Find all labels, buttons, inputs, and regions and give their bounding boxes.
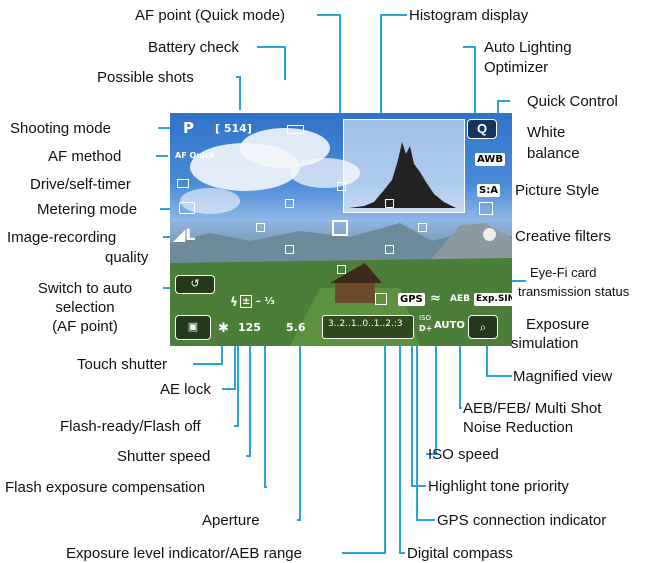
digital-compass-icon <box>375 293 387 305</box>
flash-comp-number: – ⅓ <box>255 296 275 307</box>
af-point <box>385 199 394 208</box>
touch-shutter-button[interactable]: ▣ <box>175 315 211 340</box>
possible-shots-value: [ 514] <box>215 122 252 135</box>
label-iso: ISO speed <box>428 446 499 463</box>
image-quality-icon: ◢L <box>173 225 196 244</box>
label-white-balance-1: White <box>527 124 566 141</box>
flash-comp-value: ± – ⅓ <box>240 295 275 308</box>
label-aeb-2: Noise Reduction <box>463 419 574 436</box>
aeb-icon: AEB <box>450 294 470 304</box>
label-switch-auto-1: Switch to auto <box>37 280 133 297</box>
label-flash-ready: Flash-ready/Flash off <box>60 418 201 435</box>
metering-icon <box>179 202 195 214</box>
label-auto-lighting-1: Auto Lighting <box>484 39 572 56</box>
histogram-box <box>343 119 465 213</box>
label-switch-auto-3: (AF point) <box>52 318 118 335</box>
label-metering: Metering mode <box>37 201 138 218</box>
shutter-speed-value: 125 <box>238 321 261 334</box>
af-point <box>285 245 294 254</box>
label-quick-control: Quick Control <box>527 93 618 110</box>
label-af-point-quick: AF point (Quick mode) <box>135 7 286 24</box>
drive-icon <box>177 179 189 188</box>
label-ae-lock: AE lock <box>160 381 211 398</box>
picture-style-icon: S:A <box>477 184 500 197</box>
label-auto-lighting-2: Optimizer <box>484 59 549 76</box>
label-exposure-sim-1: Exposure <box>526 316 590 333</box>
switch-auto-selection-button[interactable]: ↺ <box>175 275 215 294</box>
af-point <box>418 223 427 232</box>
flash-comp-icon: ± <box>240 295 253 308</box>
label-highlight: Highlight tone priority <box>428 478 569 495</box>
label-switch-auto-2: selection <box>55 299 115 316</box>
label-aperture: Aperture <box>202 512 260 529</box>
label-touch-shutter: Touch shutter <box>77 356 168 373</box>
label-exposure-sim-2: simulation <box>511 335 579 352</box>
ae-lock-icon: ✱ <box>218 321 229 336</box>
label-shooting-mode: Shooting mode <box>10 120 111 137</box>
exposure-simulation-icon: Exp.SIM <box>474 293 512 306</box>
af-point <box>337 265 346 274</box>
label-eyefi-2: transmission status <box>518 284 630 299</box>
exposure-level-indicator: 3..2..1..0..1..2.:3 <box>322 315 414 339</box>
magnified-view-button[interactable]: ⌕ <box>468 315 498 339</box>
shooting-mode-value: P <box>183 119 194 137</box>
label-white-balance-2: balance <box>527 145 580 162</box>
label-image-quality-2: quality <box>105 249 149 266</box>
battery-icon <box>287 125 304 134</box>
label-magnified: Magnified view <box>513 368 613 385</box>
cloud <box>180 188 240 214</box>
label-eyefi-1: Eye-Fi card <box>530 265 597 280</box>
label-gps: GPS connection indicator <box>437 512 607 529</box>
aperture-value: 5.6 <box>286 321 306 334</box>
label-compass: Digital compass <box>407 545 513 562</box>
histogram-graph <box>349 142 456 208</box>
label-exposure-level: Exposure level indicator/AEB range <box>66 545 302 562</box>
quick-control-button[interactable]: Q <box>467 119 497 139</box>
exposure-scale: 3..2..1..0..1..2.:3 <box>328 319 403 329</box>
label-picture-style: Picture Style <box>515 182 600 199</box>
af-point-selected <box>332 220 348 236</box>
label-af-method: AF method <box>48 148 122 165</box>
camera-live-view-screen: P [ 514] AF Quick ◢L Q AWB S:A ↺ ▣ ✱ ϟ ±… <box>170 113 512 346</box>
gps-indicator: GPS <box>398 293 425 306</box>
label-drive: Drive/self-timer <box>30 176 131 193</box>
label-histogram: Histogram display <box>409 7 529 24</box>
af-method-value: AF Quick <box>175 151 215 160</box>
highlight-tone-icon: D+ <box>419 324 433 333</box>
af-point <box>385 245 394 254</box>
white-balance-icon: AWB <box>475 153 505 166</box>
label-image-quality-1: Image-recording <box>7 229 117 246</box>
label-possible-shots: Possible shots <box>97 69 194 86</box>
label-aeb-1: AEB/FEB/ Multi Shot <box>463 400 602 417</box>
label-battery: Battery check <box>148 39 239 56</box>
eye-fi-icon: ≈ <box>430 291 441 306</box>
label-creative-filters: Creative filters <box>515 228 611 245</box>
flash-ready-icon: ϟ <box>230 295 238 309</box>
creative-filters-button[interactable] <box>483 228 496 241</box>
label-flash-comp: Flash exposure compensation <box>5 479 206 496</box>
iso-speed-value: AUTO <box>434 320 465 331</box>
label-shutter: Shutter speed <box>117 448 211 465</box>
auto-lighting-icon <box>479 202 493 215</box>
af-point <box>285 199 294 208</box>
iso-tag: ISO <box>419 314 432 322</box>
af-point <box>337 182 346 191</box>
af-point <box>256 223 265 232</box>
